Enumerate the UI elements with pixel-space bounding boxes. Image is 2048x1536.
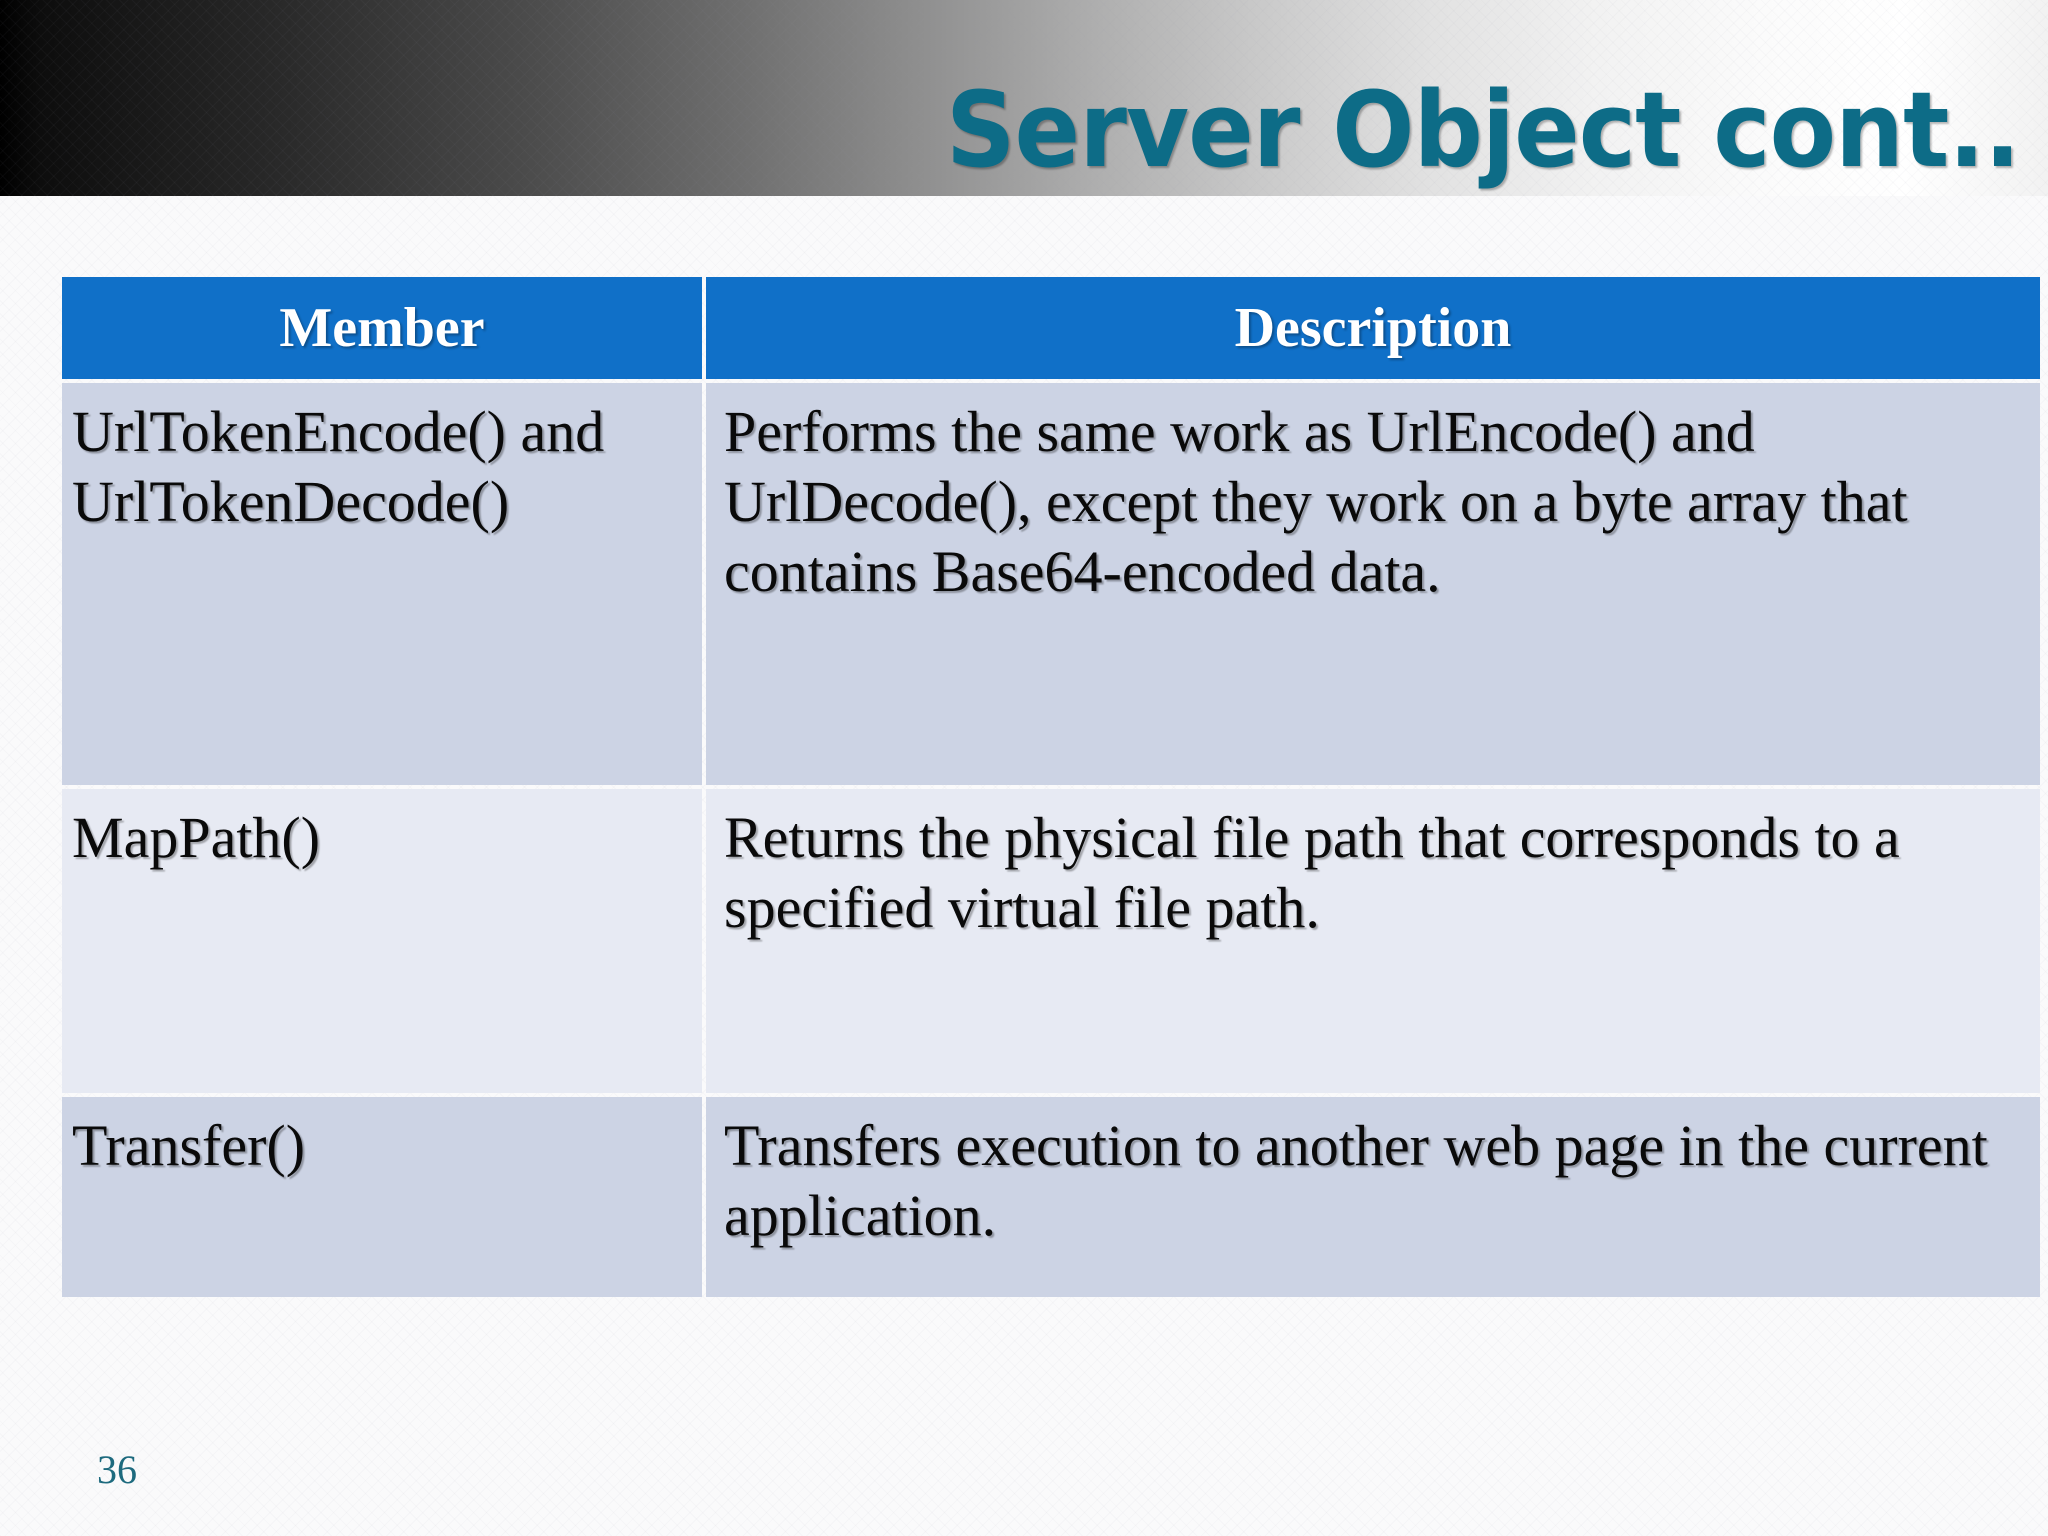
cell-member: Transfer() [62,1097,702,1297]
table-row: MapPath() Returns the physical file path… [62,789,2040,1093]
column-header-description: Description [706,277,2040,379]
table-header: Member Description [62,277,2040,379]
cell-description: Performs the same work as UrlEncode() an… [706,383,2040,785]
table-row: UrlTokenEncode() and UrlTokenDecode() Pe… [62,383,2040,785]
title-banner [0,0,2048,196]
page-number: 36 [97,1447,137,1492]
cell-description: Returns the physical file path that corr… [706,789,2040,1093]
cell-description: Transfers execution to another web page … [706,1097,2040,1297]
cell-member: MapPath() [62,789,702,1093]
members-table: Member Description UrlTokenEncode() and … [58,273,2044,1301]
cell-member: UrlTokenEncode() and UrlTokenDecode() [62,383,702,785]
table-body: UrlTokenEncode() and UrlTokenDecode() Pe… [62,383,2040,1297]
table-row: Transfer() Transfers execution to anothe… [62,1097,2040,1297]
column-header-member: Member [62,277,702,379]
page-title: Server Object cont.. [945,69,2021,191]
members-table-container: Member Description UrlTokenEncode() and … [62,277,2044,1297]
table-header-row: Member Description [62,277,2040,379]
